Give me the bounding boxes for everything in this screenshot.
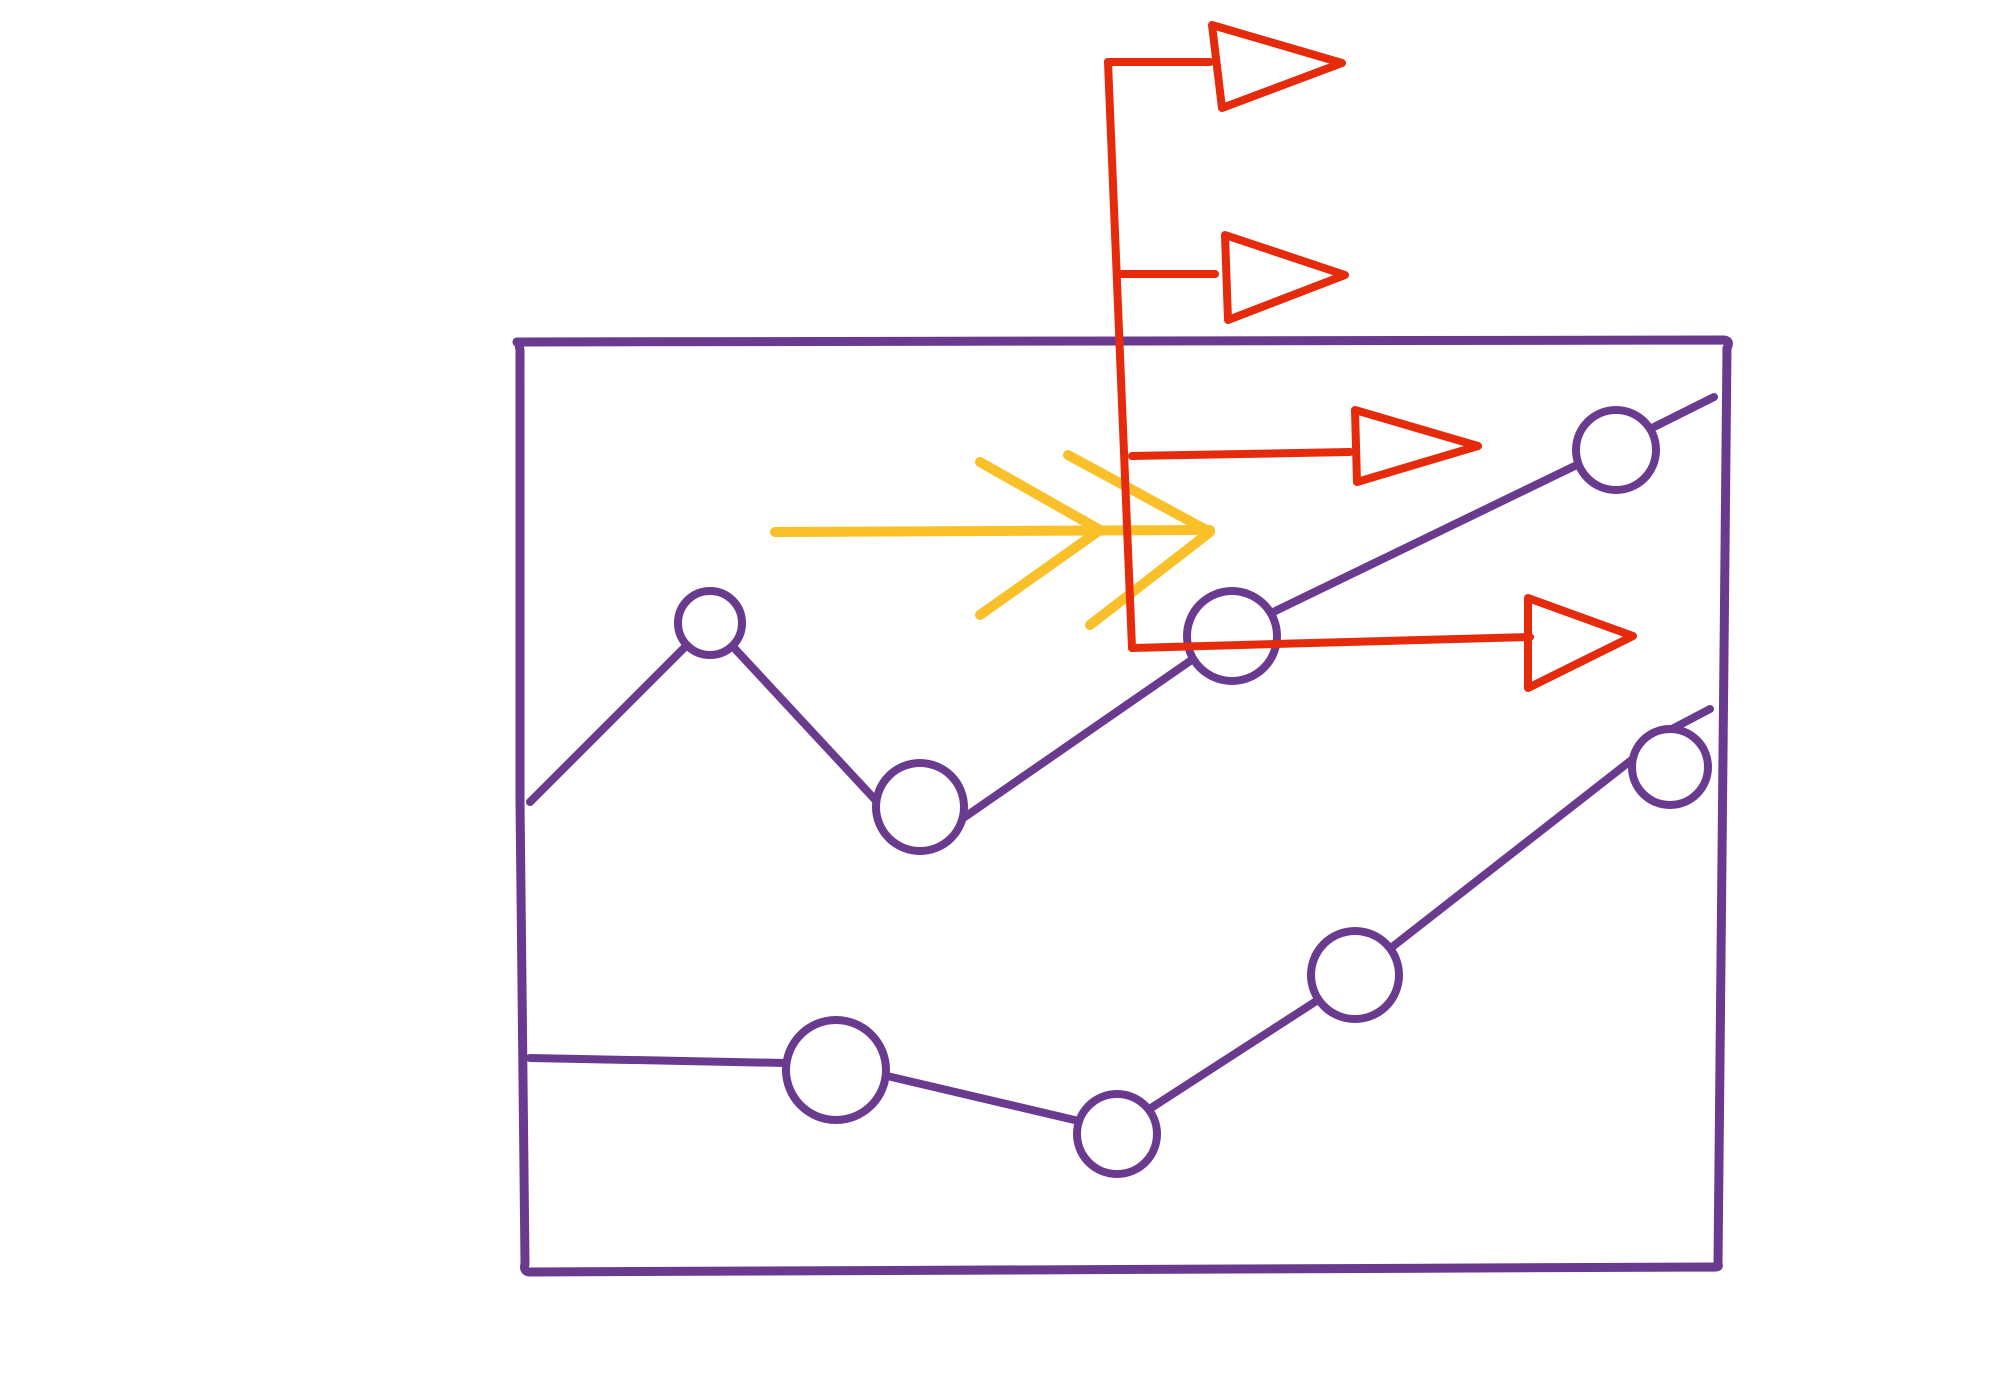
flag-pennant [1208,21,1346,112]
flag-arm [1128,633,1534,652]
lower-series-marker [1628,725,1712,809]
upper-series-marker [1572,406,1660,494]
flag-pennant [1351,406,1482,486]
lower-series-marker [1073,1090,1161,1178]
upper-series-marker [674,587,746,659]
lower-series-line [526,705,1714,1134]
lower-series-marker [782,1016,890,1124]
arrow-shaft [770,525,1215,537]
double-chevron-right-icon [770,450,1215,630]
flag-icon [1104,21,1637,692]
lower-series-marker [1307,927,1403,1023]
arrow-chevron-back [975,457,1105,620]
flag-arm [1128,448,1354,460]
upper-series-marker [872,759,968,855]
chart-frame [512,335,1733,1277]
flag-pennant [1524,594,1637,692]
upper-series-marker [1183,587,1281,685]
flag-pennant [1221,231,1349,324]
flag-pole [1104,58,1136,652]
